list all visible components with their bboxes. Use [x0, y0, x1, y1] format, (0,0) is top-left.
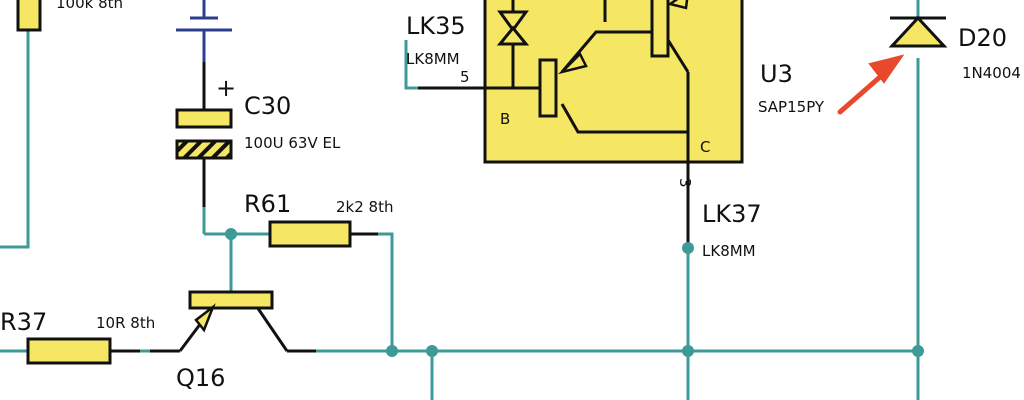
battery-symbol — [176, 0, 232, 62]
q16-emitter-arrow — [194, 303, 216, 333]
u3-value: SAP15PY — [758, 98, 825, 116]
lead-q16-emitter-right — [255, 306, 289, 352]
u3-pin-b-label: B — [500, 110, 510, 128]
u3-body — [483, 0, 744, 164]
c30-value: 100U 63V EL — [244, 134, 341, 152]
annotation-arrow — [837, 54, 905, 115]
c30-plate-negative — [175, 139, 233, 160]
c30-plate-positive — [175, 108, 233, 129]
d20-triangle — [888, 15, 948, 48]
junction-bus-688 — [682, 345, 694, 357]
q16-ref: Q16 — [176, 364, 225, 392]
capacitor-c30 — [175, 108, 233, 160]
lk37-pin: 3 — [676, 178, 694, 188]
r37-ref: R37 — [0, 308, 47, 336]
transistor-q16 — [188, 290, 274, 333]
c30-polarity: + — [216, 74, 236, 102]
u3-transistor-bar-left — [538, 58, 558, 118]
r61-value: 2k2 8th — [336, 198, 393, 216]
junction-r61 — [225, 228, 237, 240]
resistor-r37-body — [26, 337, 112, 365]
lk37-ref: LK37 — [702, 200, 762, 228]
lk37-value: LK8MM — [702, 242, 756, 260]
c30-ref: C30 — [244, 92, 291, 120]
d20-ref: D20 — [958, 24, 1007, 52]
wires — [0, 0, 920, 400]
junction-bus-432 — [426, 345, 438, 357]
resistor-top-left-body — [16, 0, 42, 32]
u3-transistor-bar-right — [650, 0, 670, 58]
r61-ref: R61 — [244, 190, 291, 218]
resistor-top-value: 100k 8th — [56, 0, 123, 12]
q16-bar — [188, 290, 274, 310]
wire-r61-right — [378, 232, 394, 351]
lk35-ref: LK35 — [406, 12, 466, 40]
wire-lk35-left — [404, 40, 418, 90]
wire-left-vertical — [0, 30, 30, 249]
r37-value: 10R 8th — [96, 314, 155, 332]
junction-lk37 — [682, 242, 694, 254]
d20-value: 1N4004 — [962, 64, 1021, 82]
junction-bus-392 — [386, 345, 398, 357]
u3-pin-c-label: C — [700, 138, 710, 156]
junction-dots — [225, 228, 924, 357]
ic-u3: B C — [483, 0, 744, 164]
u3-ref: U3 — [760, 60, 793, 88]
lk35-value: LK8MM — [406, 50, 460, 68]
diode-d20 — [888, 15, 948, 48]
resistor-r61-body — [268, 220, 352, 248]
junction-bus-918 — [912, 345, 924, 357]
lk35-pin: 5 — [460, 68, 470, 86]
u3-internal-diode — [497, 10, 529, 33]
